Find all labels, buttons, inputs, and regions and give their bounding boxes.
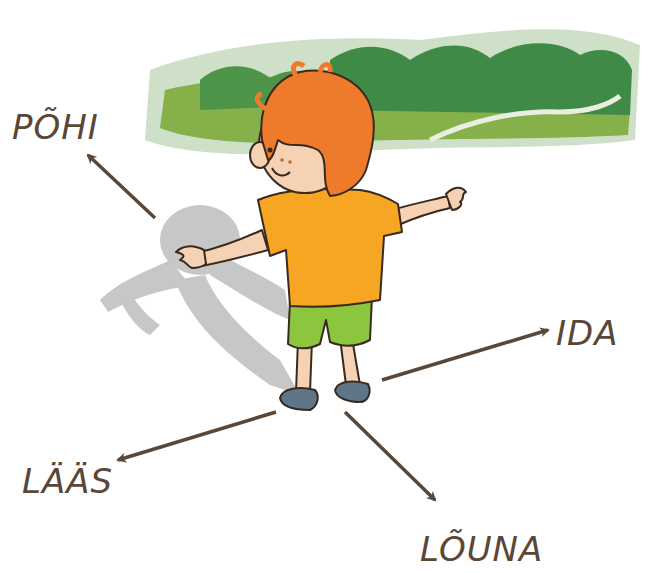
north-label: PÕHI: [12, 110, 99, 144]
east-label: IDA: [556, 316, 618, 350]
south-label: LÕUNA: [420, 532, 543, 566]
west-arrow: [118, 412, 276, 460]
south-arrow: [345, 412, 435, 500]
east-arrow: [382, 330, 548, 380]
landscape: [145, 29, 640, 154]
compass-arrows: [88, 155, 548, 500]
west-label: LÄÄS: [22, 464, 113, 498]
boy: [176, 64, 466, 410]
north-arrow: [88, 155, 155, 218]
